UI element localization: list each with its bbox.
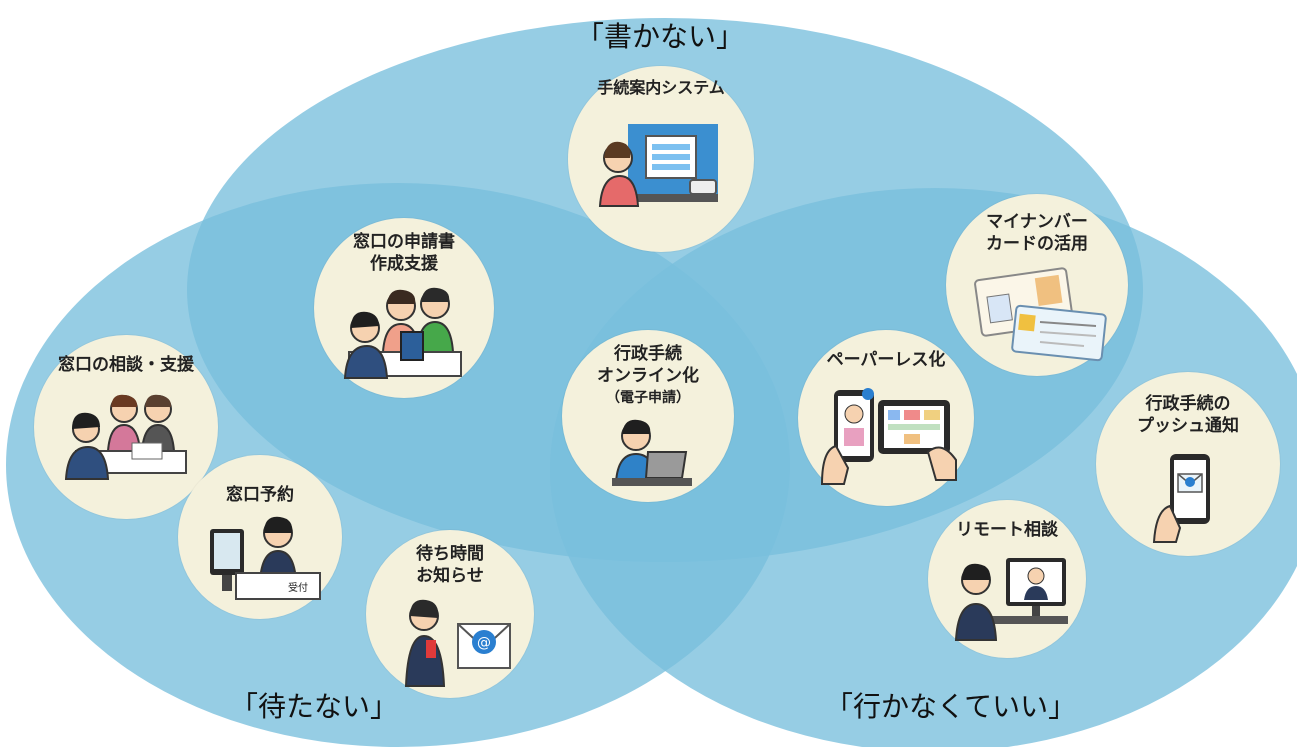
tablet-phone-icon xyxy=(820,388,957,485)
node-online-line3: （電子申請） xyxy=(606,390,690,406)
node-online: 行政手続 オンライン化 （電子申請） xyxy=(562,330,734,502)
smartphone-mail-icon xyxy=(1152,454,1210,543)
node-mynumber-line2: カードの活用 xyxy=(986,234,1088,254)
node-guide-label: 手続案内システム xyxy=(597,78,725,97)
node-mynumber-line1: マイナンバー xyxy=(986,212,1088,232)
reception-counter-icon: 受付 xyxy=(210,516,321,600)
node-consult-label: 窓口の相談・支援 xyxy=(58,355,194,375)
group-title-go: 「行かなくていい」 xyxy=(825,690,1077,723)
node-paperless: ペーパーレス化 xyxy=(798,330,974,506)
node-remote-label: リモート相談 xyxy=(956,520,1058,540)
node-consult: 窓口の相談・支援 xyxy=(34,335,218,519)
group-title-write: 「書かない」 xyxy=(576,20,745,53)
node-form-support-line2: 作成支援 xyxy=(370,254,438,274)
group-title-wait: 「待たない」 xyxy=(230,690,399,723)
node-push-line1: 行政手続の xyxy=(1145,394,1231,414)
node-wait-notice-line2: お知らせ xyxy=(416,566,484,586)
desk-staff-icon xyxy=(343,287,462,379)
laptop-user-icon xyxy=(612,419,692,486)
kiosk-user-icon xyxy=(598,124,718,207)
node-push-line2: プッシュ通知 xyxy=(1137,416,1239,436)
node-guide-system: 手続案内システム xyxy=(568,66,754,252)
node-reservation: 窓口予約 受付 xyxy=(178,455,342,619)
reception-sign-text: 受付 xyxy=(288,581,308,594)
node-push: 行政手続の プッシュ通知 xyxy=(1096,372,1280,556)
node-online-line1: 行政手続 xyxy=(614,344,682,364)
node-remote: リモート相談 xyxy=(928,500,1086,658)
node-online-line2: オンライン化 xyxy=(597,366,699,386)
id-card-icon xyxy=(974,267,1107,362)
node-paperless-label: ペーパーレス化 xyxy=(826,350,946,370)
mail-notice-icon: @ xyxy=(404,599,511,687)
video-call-icon xyxy=(954,558,1068,641)
node-reservation-label: 窓口予約 xyxy=(226,485,294,505)
ellipse-wait xyxy=(6,183,790,747)
counter-consult-icon xyxy=(64,394,187,480)
node-mynumber: マイナンバー カードの活用 xyxy=(946,194,1128,376)
node-wait-notice-line1: 待ち時間 xyxy=(416,544,484,564)
node-form-support: 窓口の申請書 作成支援 xyxy=(314,218,494,398)
mail-at-symbol: @ xyxy=(477,635,491,651)
node-wait-notice: 待ち時間 お知らせ @ xyxy=(366,530,534,698)
node-form-support-line1: 窓口の申請書 xyxy=(353,232,455,252)
